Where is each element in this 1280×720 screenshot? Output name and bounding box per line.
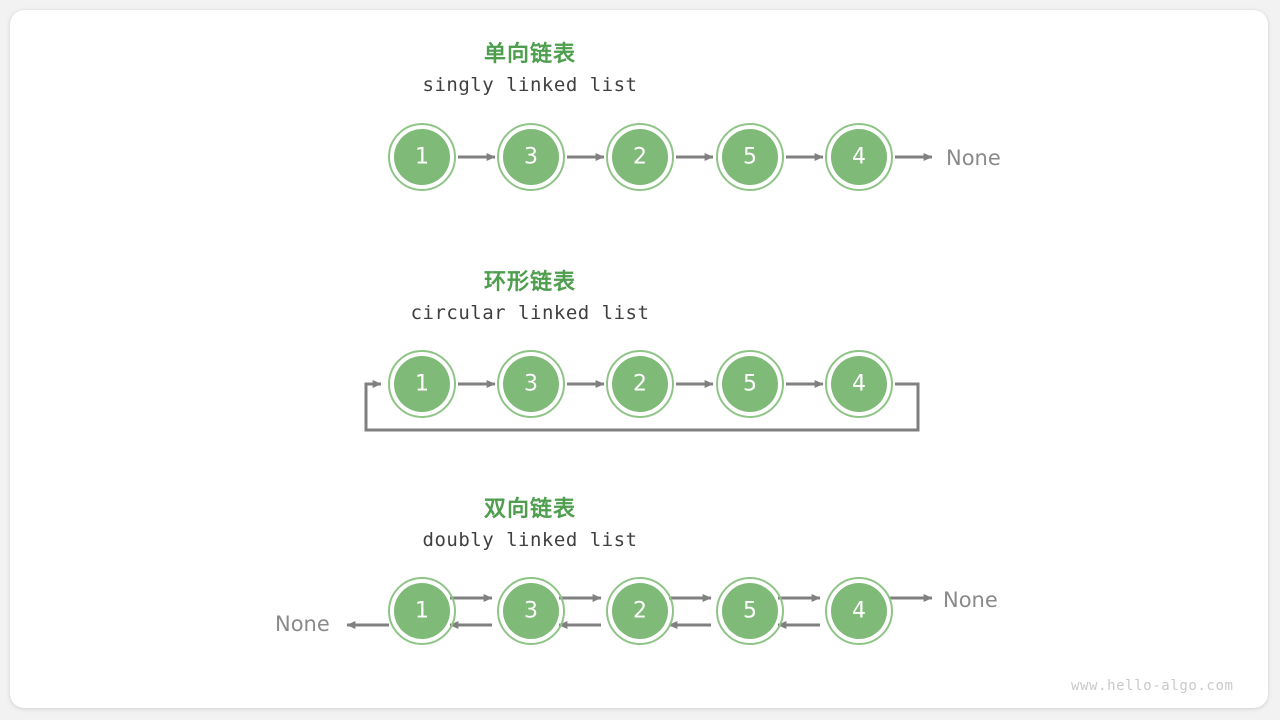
singly-title-en: singly linked list [422, 74, 638, 96]
node-value: 1 [415, 599, 429, 624]
circular-title-cn: 环形链表 [483, 270, 576, 295]
node-value: 4 [852, 372, 866, 397]
circular-loop-path [364, 380, 920, 432]
node-value: 5 [743, 372, 757, 397]
watermark: www.hello-algo.com [1071, 678, 1234, 694]
node: 4 [825, 123, 893, 191]
node-value: 4 [852, 599, 866, 624]
singly-tail-none-label: None [946, 146, 1001, 170]
node: 5 [716, 123, 784, 191]
node: 5 [716, 577, 784, 645]
node-value: 3 [524, 372, 538, 397]
node-value: 2 [633, 145, 647, 170]
doubly-title-en: doubly linked list [422, 529, 638, 551]
singly-nodes: 1 3 2 5 4 [388, 123, 893, 191]
node: 3 [497, 123, 565, 191]
node-value: 2 [633, 372, 647, 397]
node-value: 5 [743, 145, 757, 170]
node-value: 2 [633, 599, 647, 624]
circular-nodes: 1 3 2 5 4 [388, 350, 893, 418]
node: 2 [606, 577, 674, 645]
node: 2 [606, 123, 674, 191]
node: 2 [606, 350, 674, 418]
node: 3 [497, 577, 565, 645]
doubly-tail-none-label: None [943, 588, 998, 612]
node: 3 [497, 350, 565, 418]
node-value: 4 [852, 145, 866, 170]
circular-title-en: circular linked list [410, 302, 650, 324]
doubly-nodes: 1 3 2 5 4 [388, 577, 893, 645]
node-value: 1 [415, 372, 429, 397]
node: 4 [825, 350, 893, 418]
node: 4 [825, 577, 893, 645]
node-value: 3 [524, 599, 538, 624]
node: 1 [388, 350, 456, 418]
singly-title-cn: 单向链表 [483, 42, 576, 67]
doubly-head-none-label: None [275, 612, 330, 636]
doubly-title-cn: 双向链表 [483, 497, 576, 522]
node: 5 [716, 350, 784, 418]
node-value: 5 [743, 599, 757, 624]
node: 1 [388, 123, 456, 191]
node-value: 3 [524, 145, 538, 170]
node-value: 1 [415, 145, 429, 170]
node: 1 [388, 577, 456, 645]
